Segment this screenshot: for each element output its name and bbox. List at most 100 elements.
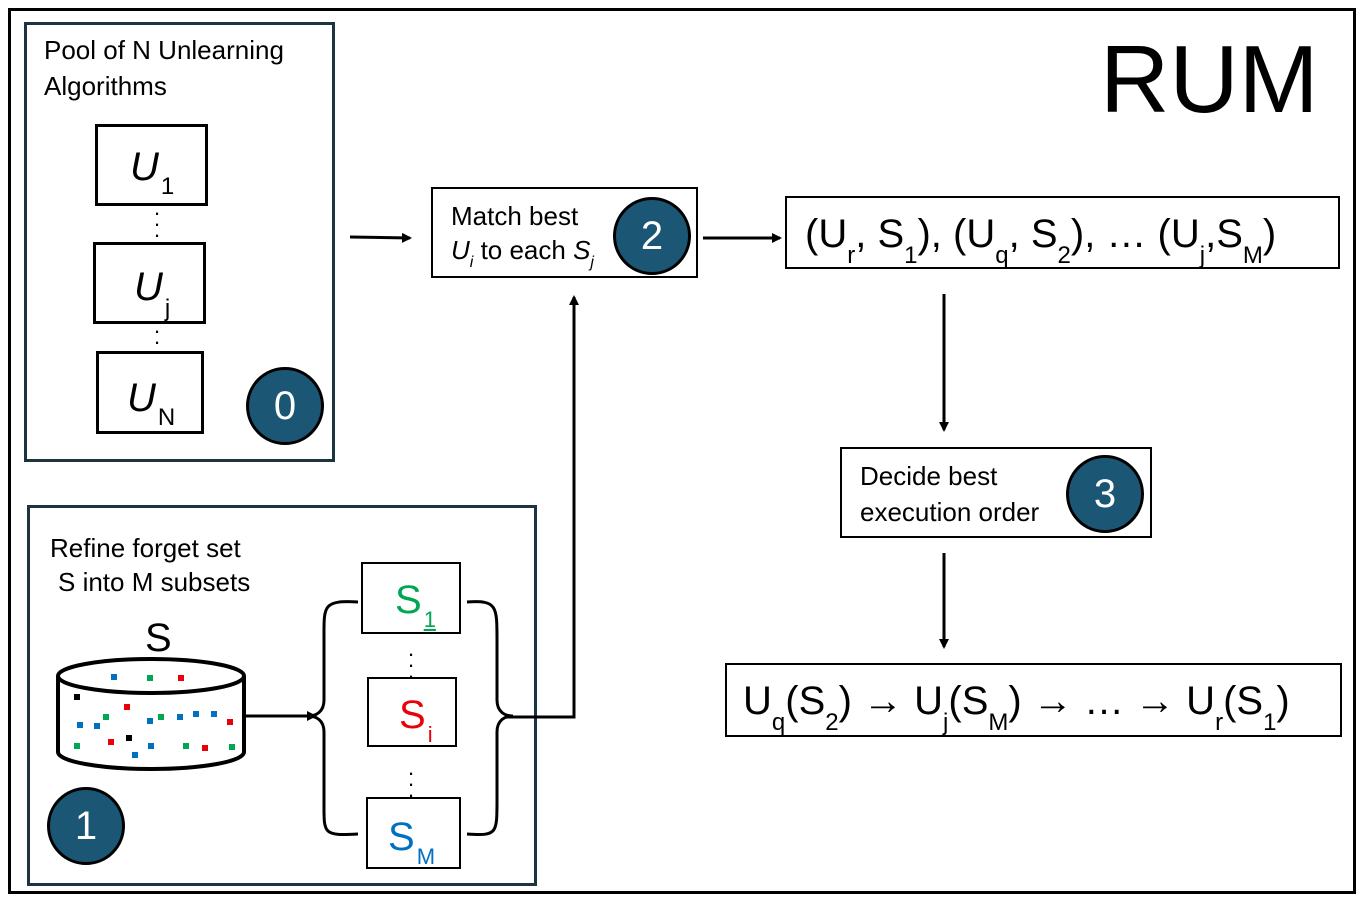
dataset-point [74,743,80,749]
pair3-close: ) [1262,212,1277,256]
match-sj: S [573,235,591,265]
dataset-point [124,704,130,710]
refine-title-line1: Refine forget set [50,533,241,563]
seq-c-sub: r [1215,709,1224,736]
pairs-box: (Ur, S1), (Uq, S2), … (Uj,SM) [785,196,1340,269]
dataset-point [147,718,153,724]
algorithm-uj-label: U [134,265,163,309]
dataset-point [183,743,189,749]
dataset-point [193,711,199,717]
match-mid-text: to each [473,235,574,265]
right-brace [466,600,514,836]
pair1-mid: , S [855,212,905,256]
subset-s1-sub: 1 [423,607,436,632]
dataset-point [77,722,83,728]
dataset-point [108,739,114,745]
algorithm-box-un: UN [96,351,204,434]
order-line2: execution order [860,497,1040,527]
subset-s1-label: S [395,578,422,622]
algorithm-un-sub: N [157,404,176,431]
pool-title-line2: Algorithms [44,71,167,101]
algorithm-u1-sub: 1 [160,173,175,200]
pool-title-line1: Pool of N Unlearning [44,35,284,65]
dataset-point [74,694,80,700]
arrow-subsets-to-match [505,295,579,719]
pair2-mid: , S [1008,212,1058,256]
seq-b: U [914,679,944,723]
subset-si-label: S [399,693,426,737]
step-badge-2: 2 [613,197,691,275]
pair2-sub2: 2 [1057,242,1071,269]
seq-a-close: ) → [838,679,915,723]
pair3-open: (U [1157,212,1200,256]
dataset-point [177,714,183,720]
pair2-close: ), … [1070,212,1158,256]
order-line1: Decide best [860,461,998,491]
ellipsis-vertical: ··· [407,641,415,688]
pair3-sub2: M [1242,242,1263,269]
ellipsis-vertical: ··· [153,200,161,247]
dataset-point [111,674,117,680]
seq-b-sub: j [943,709,949,736]
pair1-sub2: 1 [904,242,918,269]
dataset-point [229,744,235,750]
dataset-point [103,714,109,720]
dataset-point [211,711,217,717]
dataset-point [158,714,164,720]
pair3-mid: ,S [1205,212,1243,256]
subset-box-si: Si [367,677,457,747]
pair2-open: (U [953,212,996,256]
seq-a-mid: (S [785,679,826,723]
seq-c-mid: (S [1223,679,1264,723]
algorithm-box-u1: U1 [95,124,208,206]
match-ui-sub: i [469,254,474,271]
left-brace [307,600,359,836]
algorithm-un-label: U [127,376,156,420]
pair2-sub: q [995,242,1009,269]
pair1-open: (U [805,212,848,256]
subset-sm-sub: M [416,844,436,869]
algorithm-uj-sub: j [164,295,171,322]
pair1-close: ), [917,212,954,256]
dataset-point [94,723,100,729]
match-ui: U [451,235,470,265]
subset-box-s1: S1 [361,562,461,634]
step-badge-1: 1 [47,787,125,865]
seq-c-close: ) [1276,679,1290,723]
seq-a-sub: q [771,709,786,736]
dataset-point [148,743,154,749]
subset-sm-label: S [388,815,415,859]
seq-c: U [1186,679,1216,723]
dataset-point [147,675,153,681]
seq-c-sub2: 1 [1263,709,1277,736]
execution-sequence-box: Uq(S2) → Uj(SM) → … → Ur(S1) [725,663,1342,737]
algorithm-box-uj: Uj [93,242,206,324]
seq-b-close: ) → … → [1008,679,1187,723]
refine-forget-set-panel [27,505,537,886]
dataset-point [132,752,138,758]
subset-box-sm: SM [366,797,461,869]
dataset-point [126,735,132,741]
arrow-pool-to-match [349,232,412,243]
dataset-points [74,674,235,758]
step-badge-0: 0 [246,367,324,445]
seq-b-sub2: M [988,709,1009,736]
dataset-point [178,675,184,681]
algorithm-pool-panel [24,22,335,462]
pair1-sub: r [847,242,856,269]
dataset-point [202,745,208,751]
dataset-point [227,719,233,725]
dataset-label: S [145,616,172,660]
seq-b-mid: (S [948,679,989,723]
match-line1: Match best [451,201,579,231]
ellipsis-vertical: ··· [407,760,415,807]
seq-a-sub2: 2 [825,709,839,736]
match-sj-sub: j [590,254,594,271]
refine-title-line2: S into M subsets [58,567,251,597]
algorithm-u1-label: U [130,145,159,189]
seq-a: U [743,679,772,723]
diagram-title: RUM [1100,26,1319,133]
step-badge-3: 3 [1066,455,1144,533]
pair3-sub: j [1199,242,1206,269]
